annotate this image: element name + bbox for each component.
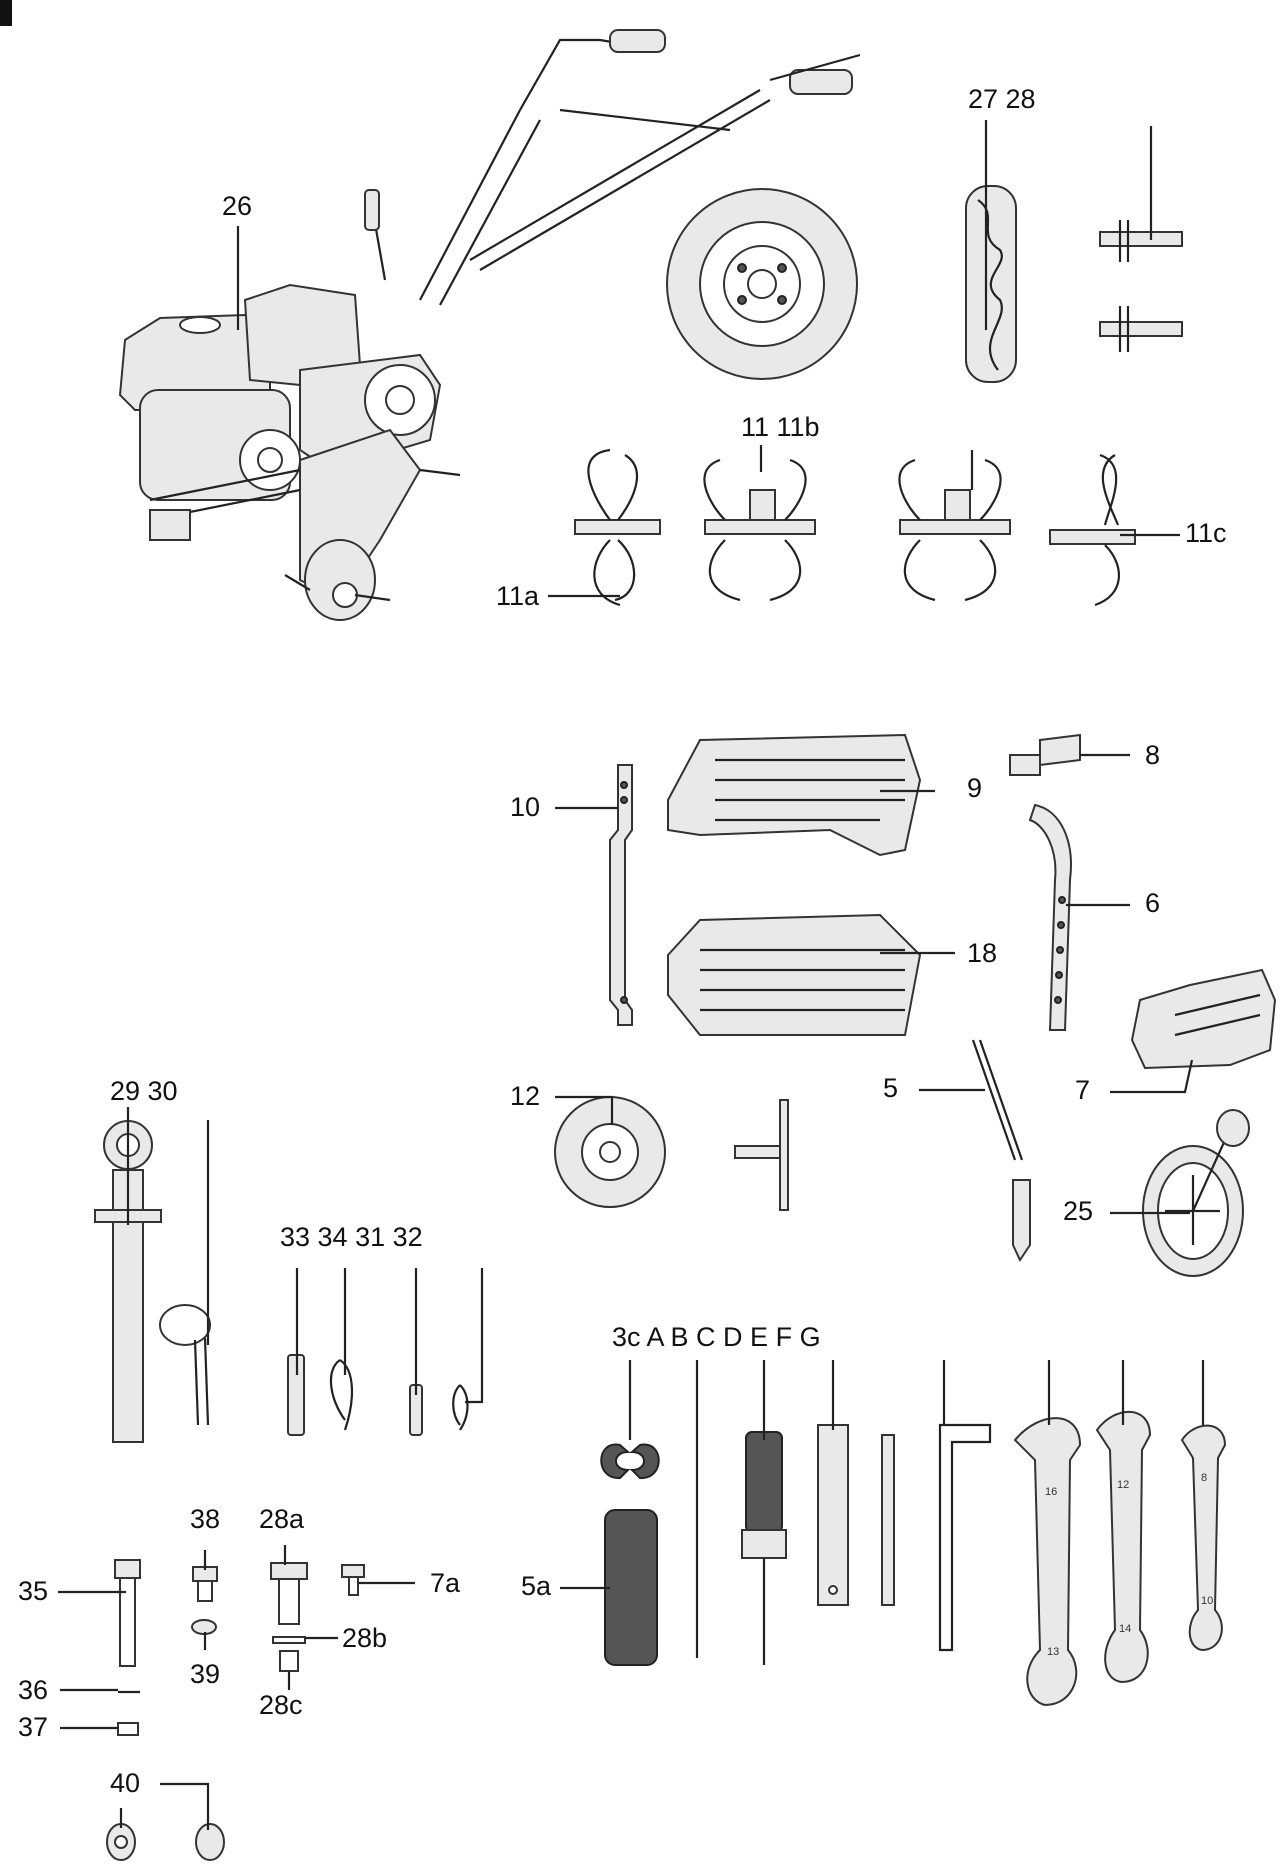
- label-36: 36: [18, 1675, 49, 1705]
- control-rod-drawing: [971, 1039, 1031, 1263]
- belt-cover-drawing: [1130, 968, 1277, 1070]
- label-12: 12: [510, 1081, 541, 1111]
- label-38: 38: [190, 1504, 221, 1534]
- label-7a: 7a: [430, 1568, 461, 1598]
- label-28b: 28b: [342, 1623, 388, 1653]
- side-disc-drawing: [554, 1096, 789, 1211]
- pins-clips-drawing: [287, 1354, 469, 1436]
- wrench-mark-10: 10: [1201, 1595, 1213, 1607]
- label-10: 10: [510, 792, 541, 822]
- corner-marker: [0, 0, 12, 26]
- tool-kit-drawing: [600, 1395, 1227, 1707]
- mount-bracket-drawing: [1009, 733, 1081, 776]
- label-5: 5: [883, 1073, 899, 1103]
- wheel-tyre-drawing: [666, 188, 858, 380]
- leader-40: [160, 1782, 210, 1830]
- label-37: 37: [18, 1712, 49, 1742]
- leader-32: [465, 1268, 484, 1404]
- label-3c-A-B-C-D-E-F-G: 3c A B C D E F G: [612, 1322, 821, 1352]
- label-7: 7: [1075, 1075, 1091, 1105]
- label-11c: 11c: [1185, 518, 1227, 548]
- wrench-mark-12: 12: [1117, 1479, 1129, 1491]
- label-8: 8: [1145, 740, 1161, 770]
- label-35: 35: [18, 1576, 49, 1606]
- hitch-pin-drawing: [94, 1120, 211, 1443]
- label-26: 26: [222, 191, 253, 221]
- leader-7: [1110, 1059, 1194, 1094]
- label-39: 39: [190, 1659, 221, 1689]
- label-28a: 28a: [259, 1504, 305, 1534]
- wrench-mark-16: 16: [1045, 1486, 1057, 1498]
- wheel-tyre-side-drawing: [965, 185, 1017, 383]
- wrench-mark-8: 8: [1201, 1472, 1207, 1484]
- axle-hub-drawings: [1099, 220, 1183, 352]
- label-40: 40: [110, 1768, 141, 1798]
- label-25: 25: [1063, 1196, 1094, 1226]
- label-5a: 5a: [521, 1571, 552, 1601]
- label-6: 6: [1145, 888, 1161, 918]
- label-27-28: 27 28: [968, 84, 1036, 114]
- tine-guard-drawings: [667, 733, 922, 1036]
- tine-assemblies-drawing: [574, 448, 1136, 607]
- depth-bar-drawing: [1028, 803, 1072, 1031]
- small-hardware-drawing: [106, 1559, 365, 1861]
- leader-12: [555, 1095, 614, 1125]
- label-9: 9: [967, 773, 983, 803]
- label-29-30: 29 30: [110, 1076, 178, 1106]
- wrench-mark-13: 13: [1047, 1646, 1059, 1658]
- label-28c: 28c: [259, 1690, 303, 1720]
- label-18: 18: [967, 938, 998, 968]
- label-11a: 11a: [496, 581, 540, 611]
- label-33-34-31-32: 33 34 31 32: [280, 1222, 423, 1252]
- label-11-11b: 11 11b: [741, 412, 820, 442]
- tiller-machine-drawing: [118, 29, 861, 621]
- wrench-mark-14: 14: [1119, 1623, 1131, 1635]
- transport-wheel-drawing: [1142, 1109, 1250, 1277]
- guard-bracket-drawing: [609, 764, 633, 1026]
